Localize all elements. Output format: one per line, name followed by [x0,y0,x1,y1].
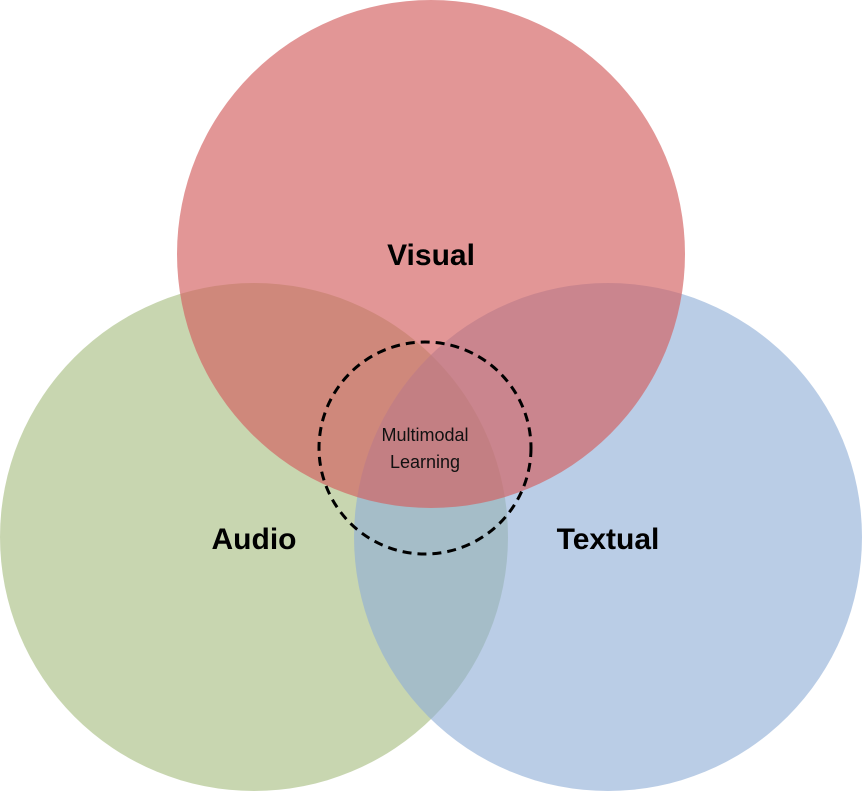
visual-label: Visual [387,239,475,272]
multimodal-dashed-circle [317,340,533,556]
multimodal-label-line2: Learning [390,452,460,472]
visual-circle [177,0,685,508]
textual-label: Textual [557,523,660,556]
audio-label: Audio [212,523,297,556]
multimodal-label-line1: Multimodal [381,425,468,445]
